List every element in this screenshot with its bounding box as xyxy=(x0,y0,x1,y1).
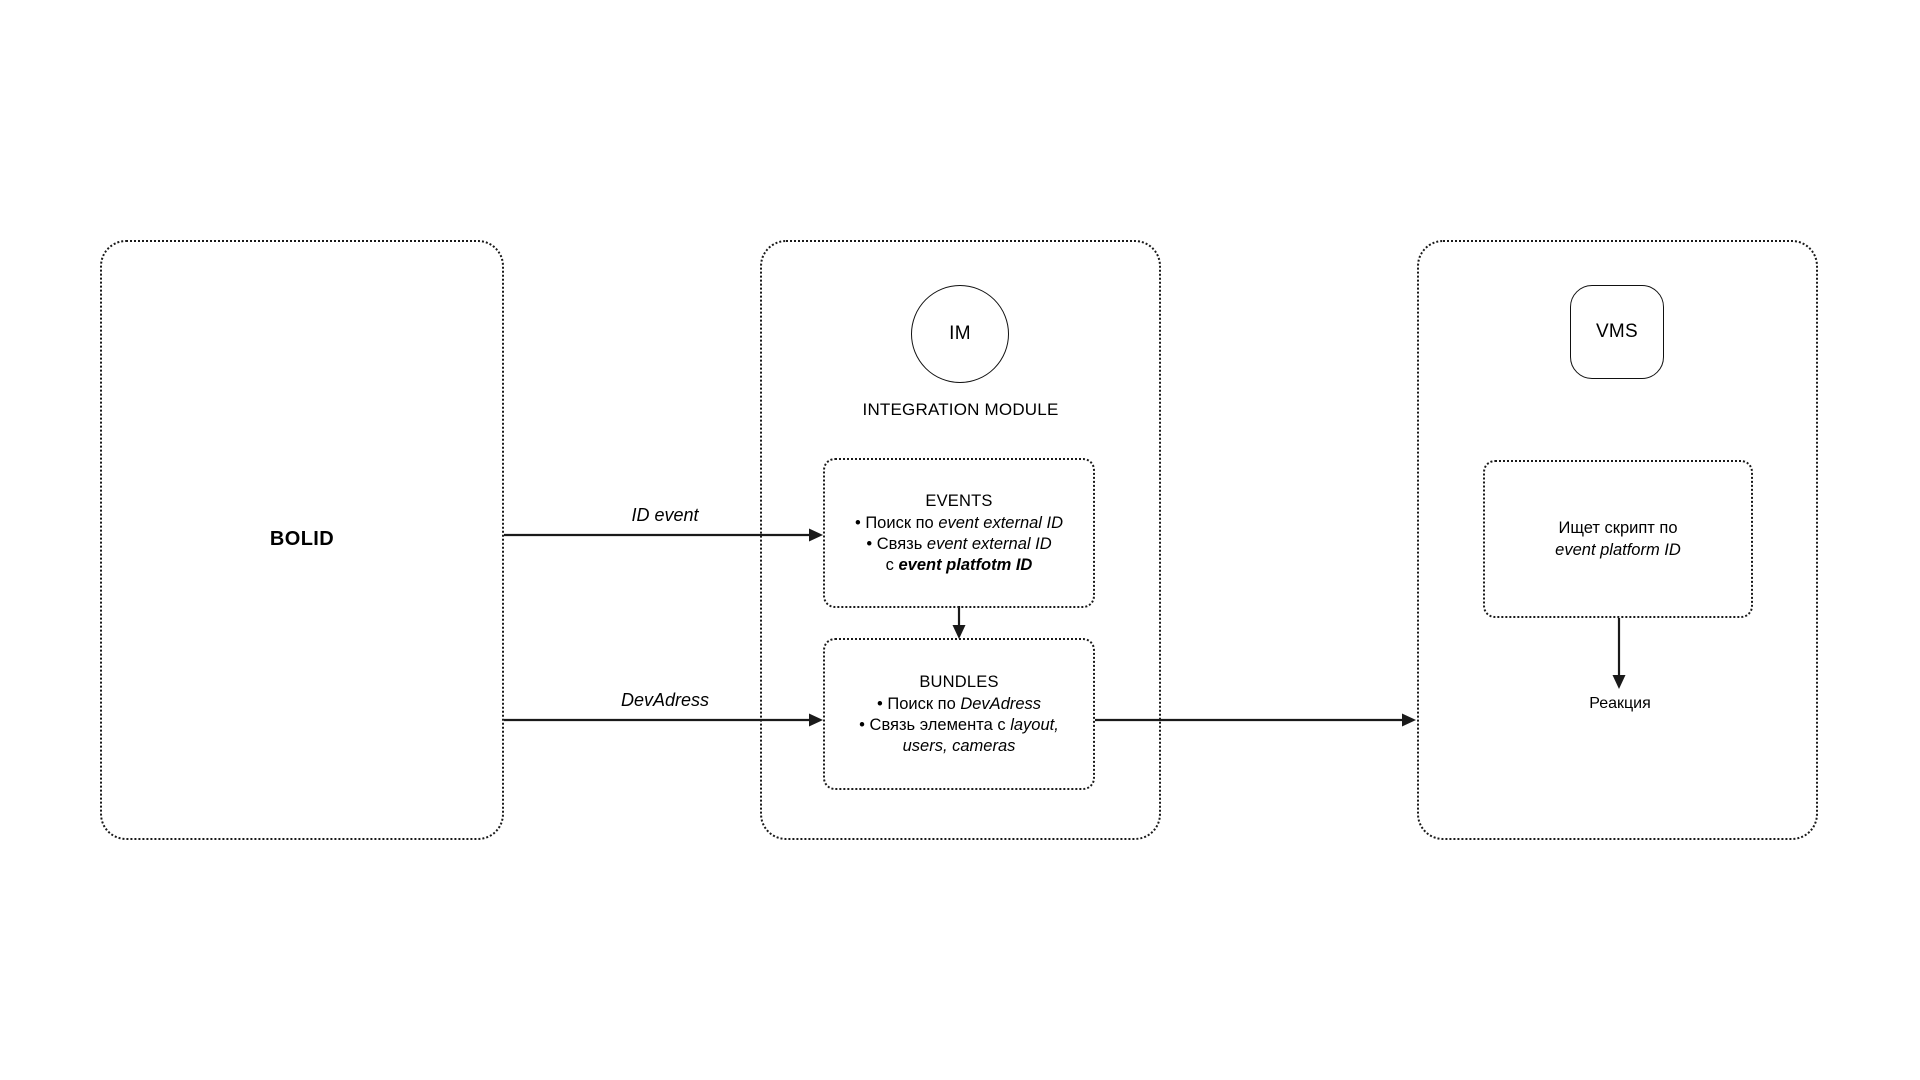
events-box-line-3: с event platfotm ID xyxy=(886,555,1033,576)
im-node-label: IM xyxy=(949,323,971,344)
bolid-label: BOLID xyxy=(269,528,335,550)
arrow-label-id-event: ID event xyxy=(631,505,699,525)
events-line2-emphasis: event external ID xyxy=(926,534,1052,553)
bundles-line2-prefix: Связь элемента с xyxy=(869,715,1011,734)
zone-vms xyxy=(1417,240,1818,840)
bundles-box-line-2: • Связь элемента с layout, xyxy=(859,715,1059,736)
events-box-line-1: • Поиск по event external ID xyxy=(855,513,1063,534)
zone-bolid xyxy=(100,240,504,840)
vms-node-label: VMS xyxy=(1595,321,1639,342)
bundles-box: BUNDLES • Поиск по DevAdress • Связь эле… xyxy=(823,638,1095,790)
events-line1-emphasis: event external ID xyxy=(938,513,1064,532)
bundles-box-title: BUNDLES xyxy=(919,672,999,691)
vms-script-line-2: event platform ID xyxy=(1555,541,1681,559)
reaction-label: Реакция xyxy=(1589,695,1651,712)
zone-integration-module xyxy=(760,240,1161,840)
im-node-circle: IM xyxy=(911,285,1009,383)
events-line3-emphasis: event platfotm ID xyxy=(898,555,1033,574)
vms-script-box: Ищет скрипт по event platform ID xyxy=(1483,460,1753,618)
bullet-icon: • xyxy=(854,513,861,532)
bundles-box-line-1: • Поиск по DevAdress xyxy=(877,694,1041,715)
bullet-icon: • xyxy=(876,694,883,713)
bullet-icon: • xyxy=(859,715,865,734)
arrow-label-devadress: DevAdress xyxy=(620,690,710,710)
bundles-line1-prefix: Поиск по xyxy=(887,694,961,713)
vms-script-line-1: Ищет скрипт по xyxy=(1558,519,1678,537)
vms-node-shape: VMS xyxy=(1570,285,1664,379)
integration-module-caption: INTEGRATION MODULE xyxy=(862,400,1059,419)
bundles-box-line-3: users, cameras xyxy=(903,736,1016,757)
events-line2-prefix: Связь xyxy=(876,534,927,553)
events-box: EVENTS • Поиск по event external ID • Св… xyxy=(823,458,1095,608)
bundles-line1-emphasis: DevAdress xyxy=(960,694,1042,713)
bundles-line2-emphasis: layout, xyxy=(1010,715,1059,734)
bundles-line3-emphasis: users, cameras xyxy=(902,736,1016,755)
bullet-icon: • xyxy=(866,534,873,553)
events-line1-prefix: Поиск по xyxy=(865,513,939,532)
events-box-line-2: • Связь event external ID xyxy=(866,534,1051,555)
events-box-title: EVENTS xyxy=(925,491,993,510)
events-line3-prefix: с xyxy=(885,555,899,574)
